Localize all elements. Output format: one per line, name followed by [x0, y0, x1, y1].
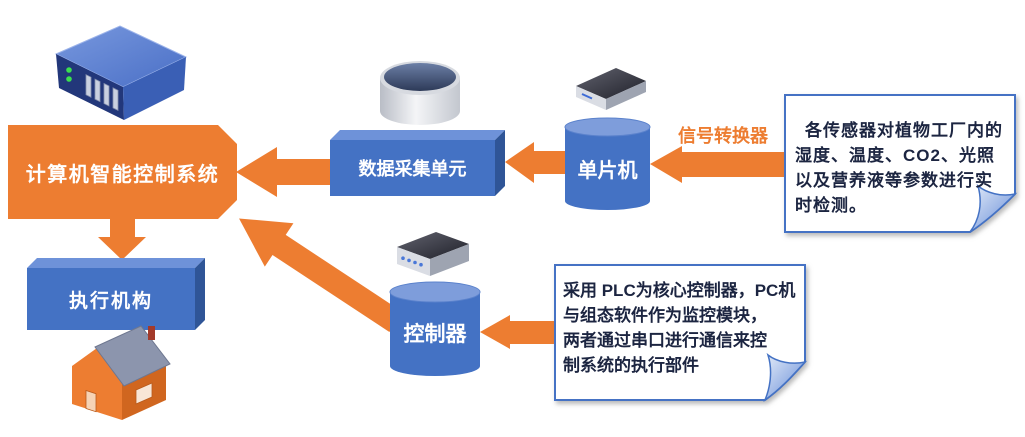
controller-cylinder-body	[390, 292, 480, 376]
plc-callout-text: 采用 PLC为核心控制器，PC机 与组态软件作为监控模块， 两者通过串口进行通信…	[563, 278, 803, 378]
data-acquisition-unit-node	[330, 130, 505, 196]
device-button	[407, 258, 411, 263]
sensors-callout-line: 时检测。	[795, 196, 867, 215]
database-top	[384, 63, 456, 91]
mcu-label: 单片机	[577, 159, 638, 182]
actuator-node	[27, 258, 205, 330]
device-top-face	[576, 68, 646, 99]
data-acquisition-unit-label: 数据采集单元	[358, 159, 467, 179]
arrows	[98, 142, 790, 349]
sensors-callout-line: 以及营养液等参数进行实	[795, 171, 993, 190]
house-roof	[94, 325, 171, 387]
sensors-callout	[784, 94, 1018, 233]
device-front-face	[397, 247, 430, 276]
arrow-controller-to-control-system	[239, 218, 403, 333]
device-button	[401, 256, 405, 261]
actuator-top-face	[27, 258, 205, 268]
signal-converter-label: 信号转换器	[678, 126, 768, 146]
plc-callout-line: 制系统的执行部件	[563, 356, 699, 375]
database-icon	[380, 61, 460, 125]
actuator-front-face	[27, 268, 195, 330]
house-icon	[72, 325, 171, 420]
actuator-side-face	[195, 258, 205, 330]
device-side-face	[430, 244, 469, 276]
device-indicator-light	[581, 93, 593, 100]
server-status-led	[66, 67, 72, 73]
plc-callout-line: 采用 PLC为核心控制器，PC机	[563, 281, 796, 300]
data-unit-side-face	[495, 130, 505, 196]
mcu-cylinder-body	[565, 127, 650, 210]
mcu-cylinder-top	[564, 117, 651, 137]
arrow-sensors-to-mcu	[650, 146, 790, 183]
plc-callout-line: 两者通过串口进行通信来控	[563, 331, 767, 350]
controller-label: 控制器	[403, 323, 467, 346]
server-drive-bay	[112, 87, 119, 112]
house-window	[135, 382, 153, 405]
sensors-callout-folded-corner	[969, 184, 1018, 233]
actuator-label: 执行机构	[68, 290, 153, 312]
house-door	[85, 389, 97, 413]
arrow-control-system-to-actuator	[98, 212, 146, 260]
plc-callout	[554, 264, 808, 403]
arrow-data-unit-to-control-system	[236, 147, 336, 197]
sensors-callout-line: 各传感器对植物工厂内的	[805, 121, 1003, 140]
device-side-face	[606, 81, 646, 110]
arrow-plc-note-to-controller	[480, 315, 560, 349]
device-button	[419, 262, 423, 267]
controller-cylinder-top	[389, 281, 481, 303]
device-icon	[576, 68, 646, 110]
server-drive-bay	[85, 74, 92, 98]
control-system-label: 计算机智能控制系统	[25, 163, 220, 186]
data-unit-top-face	[330, 130, 505, 140]
data-unit-front-face	[330, 140, 495, 196]
sensors-callout-line: 湿度、温度、CO2、光照	[795, 146, 995, 165]
device-top-face	[397, 232, 469, 259]
controller-node	[389, 281, 481, 376]
control-system-node	[8, 125, 237, 219]
server-drive-bay	[94, 78, 101, 103]
device-icon	[397, 232, 469, 276]
sensors-callout-text: 各传感器对植物工厂内的 湿度、温度、CO2、光照 以及营养液等参数进行实 时检测…	[795, 118, 1013, 218]
server-status-led	[66, 76, 72, 82]
plc-callout-line: 与组态软件作为监控模块，	[563, 306, 767, 325]
server-drive-bay	[103, 82, 110, 107]
plc-callout-folded-corner	[763, 352, 808, 403]
server-icon	[54, 25, 188, 120]
arrow-mcu-to-data-unit	[505, 142, 570, 183]
server-side-face	[123, 57, 186, 120]
house-chimney	[148, 326, 155, 340]
mcu-node	[564, 117, 651, 210]
device-button	[413, 260, 417, 265]
